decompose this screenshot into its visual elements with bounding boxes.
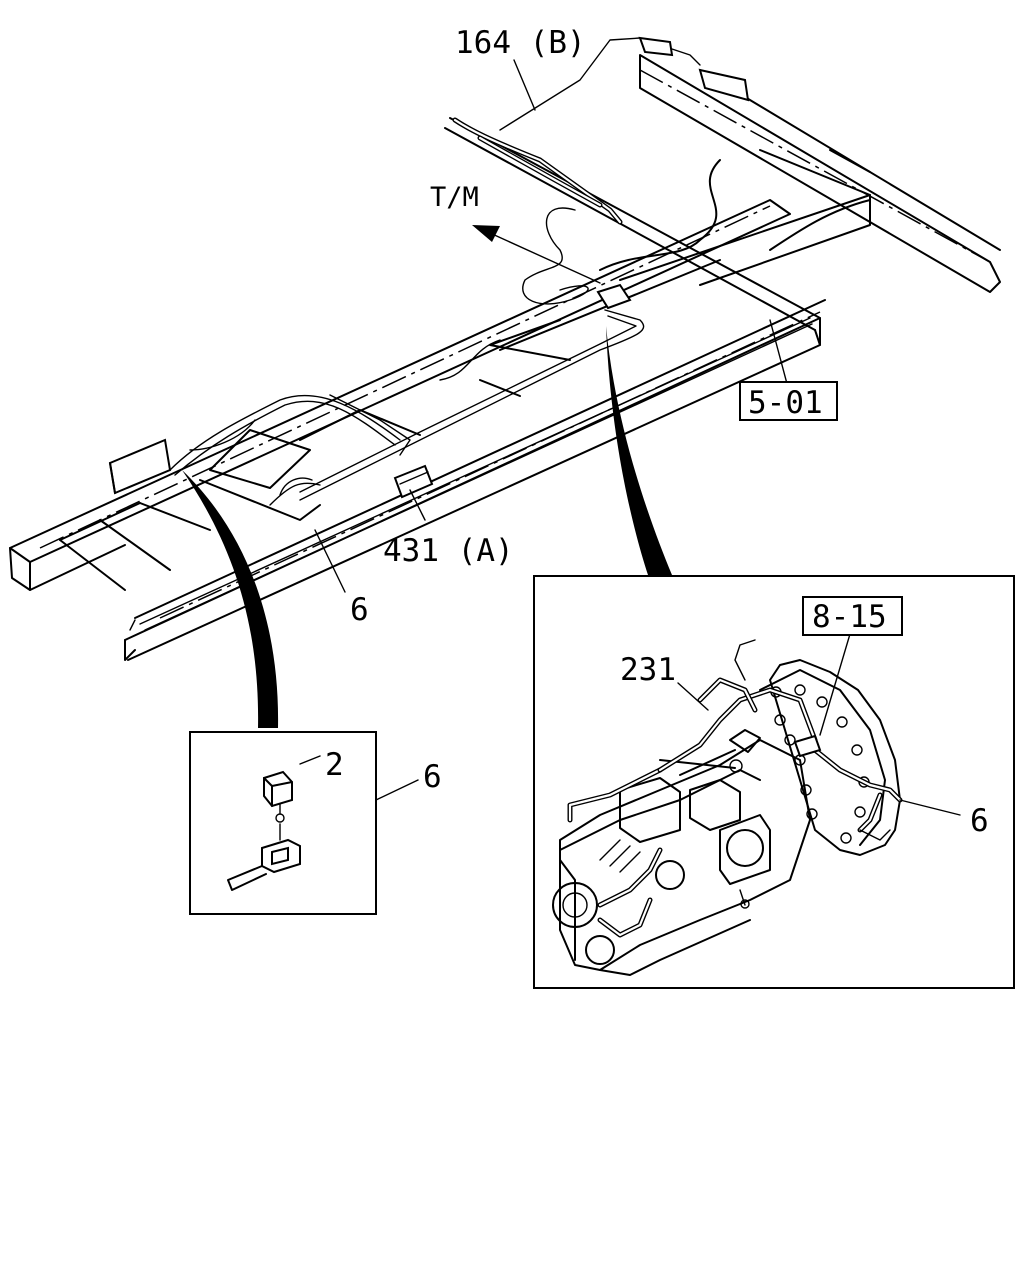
- label-detail-left-ref: 6: [423, 759, 442, 795]
- label-ref-frame: 5-01: [748, 385, 823, 421]
- label-detail-right-clip: 6: [970, 803, 989, 839]
- label-tm-direction: T/M: [430, 182, 479, 213]
- label-detail-left-part: 2: [325, 747, 344, 783]
- label-ref-815-box: [802, 596, 903, 636]
- callout-pointer-left: [182, 470, 279, 728]
- wire-harness-main: [129, 36, 791, 631]
- label-ref-frame-box: [739, 381, 838, 421]
- callout-pointer-right: [606, 326, 672, 575]
- label-detail-right-ref: 8-15: [812, 599, 887, 635]
- detail-box-right: [533, 575, 1015, 989]
- chassis-frame: [9, 54, 1001, 661]
- tm-direction-arrow: [472, 225, 601, 284]
- label-clip-main: 6: [350, 592, 369, 628]
- detail-box-left: [189, 731, 377, 915]
- label-harness-front: 431 (A): [383, 533, 514, 569]
- label-detail-right-harness: 231: [620, 652, 676, 688]
- label-harness-rear: 164 (B): [455, 25, 586, 61]
- leader-detail-left: [375, 779, 419, 801]
